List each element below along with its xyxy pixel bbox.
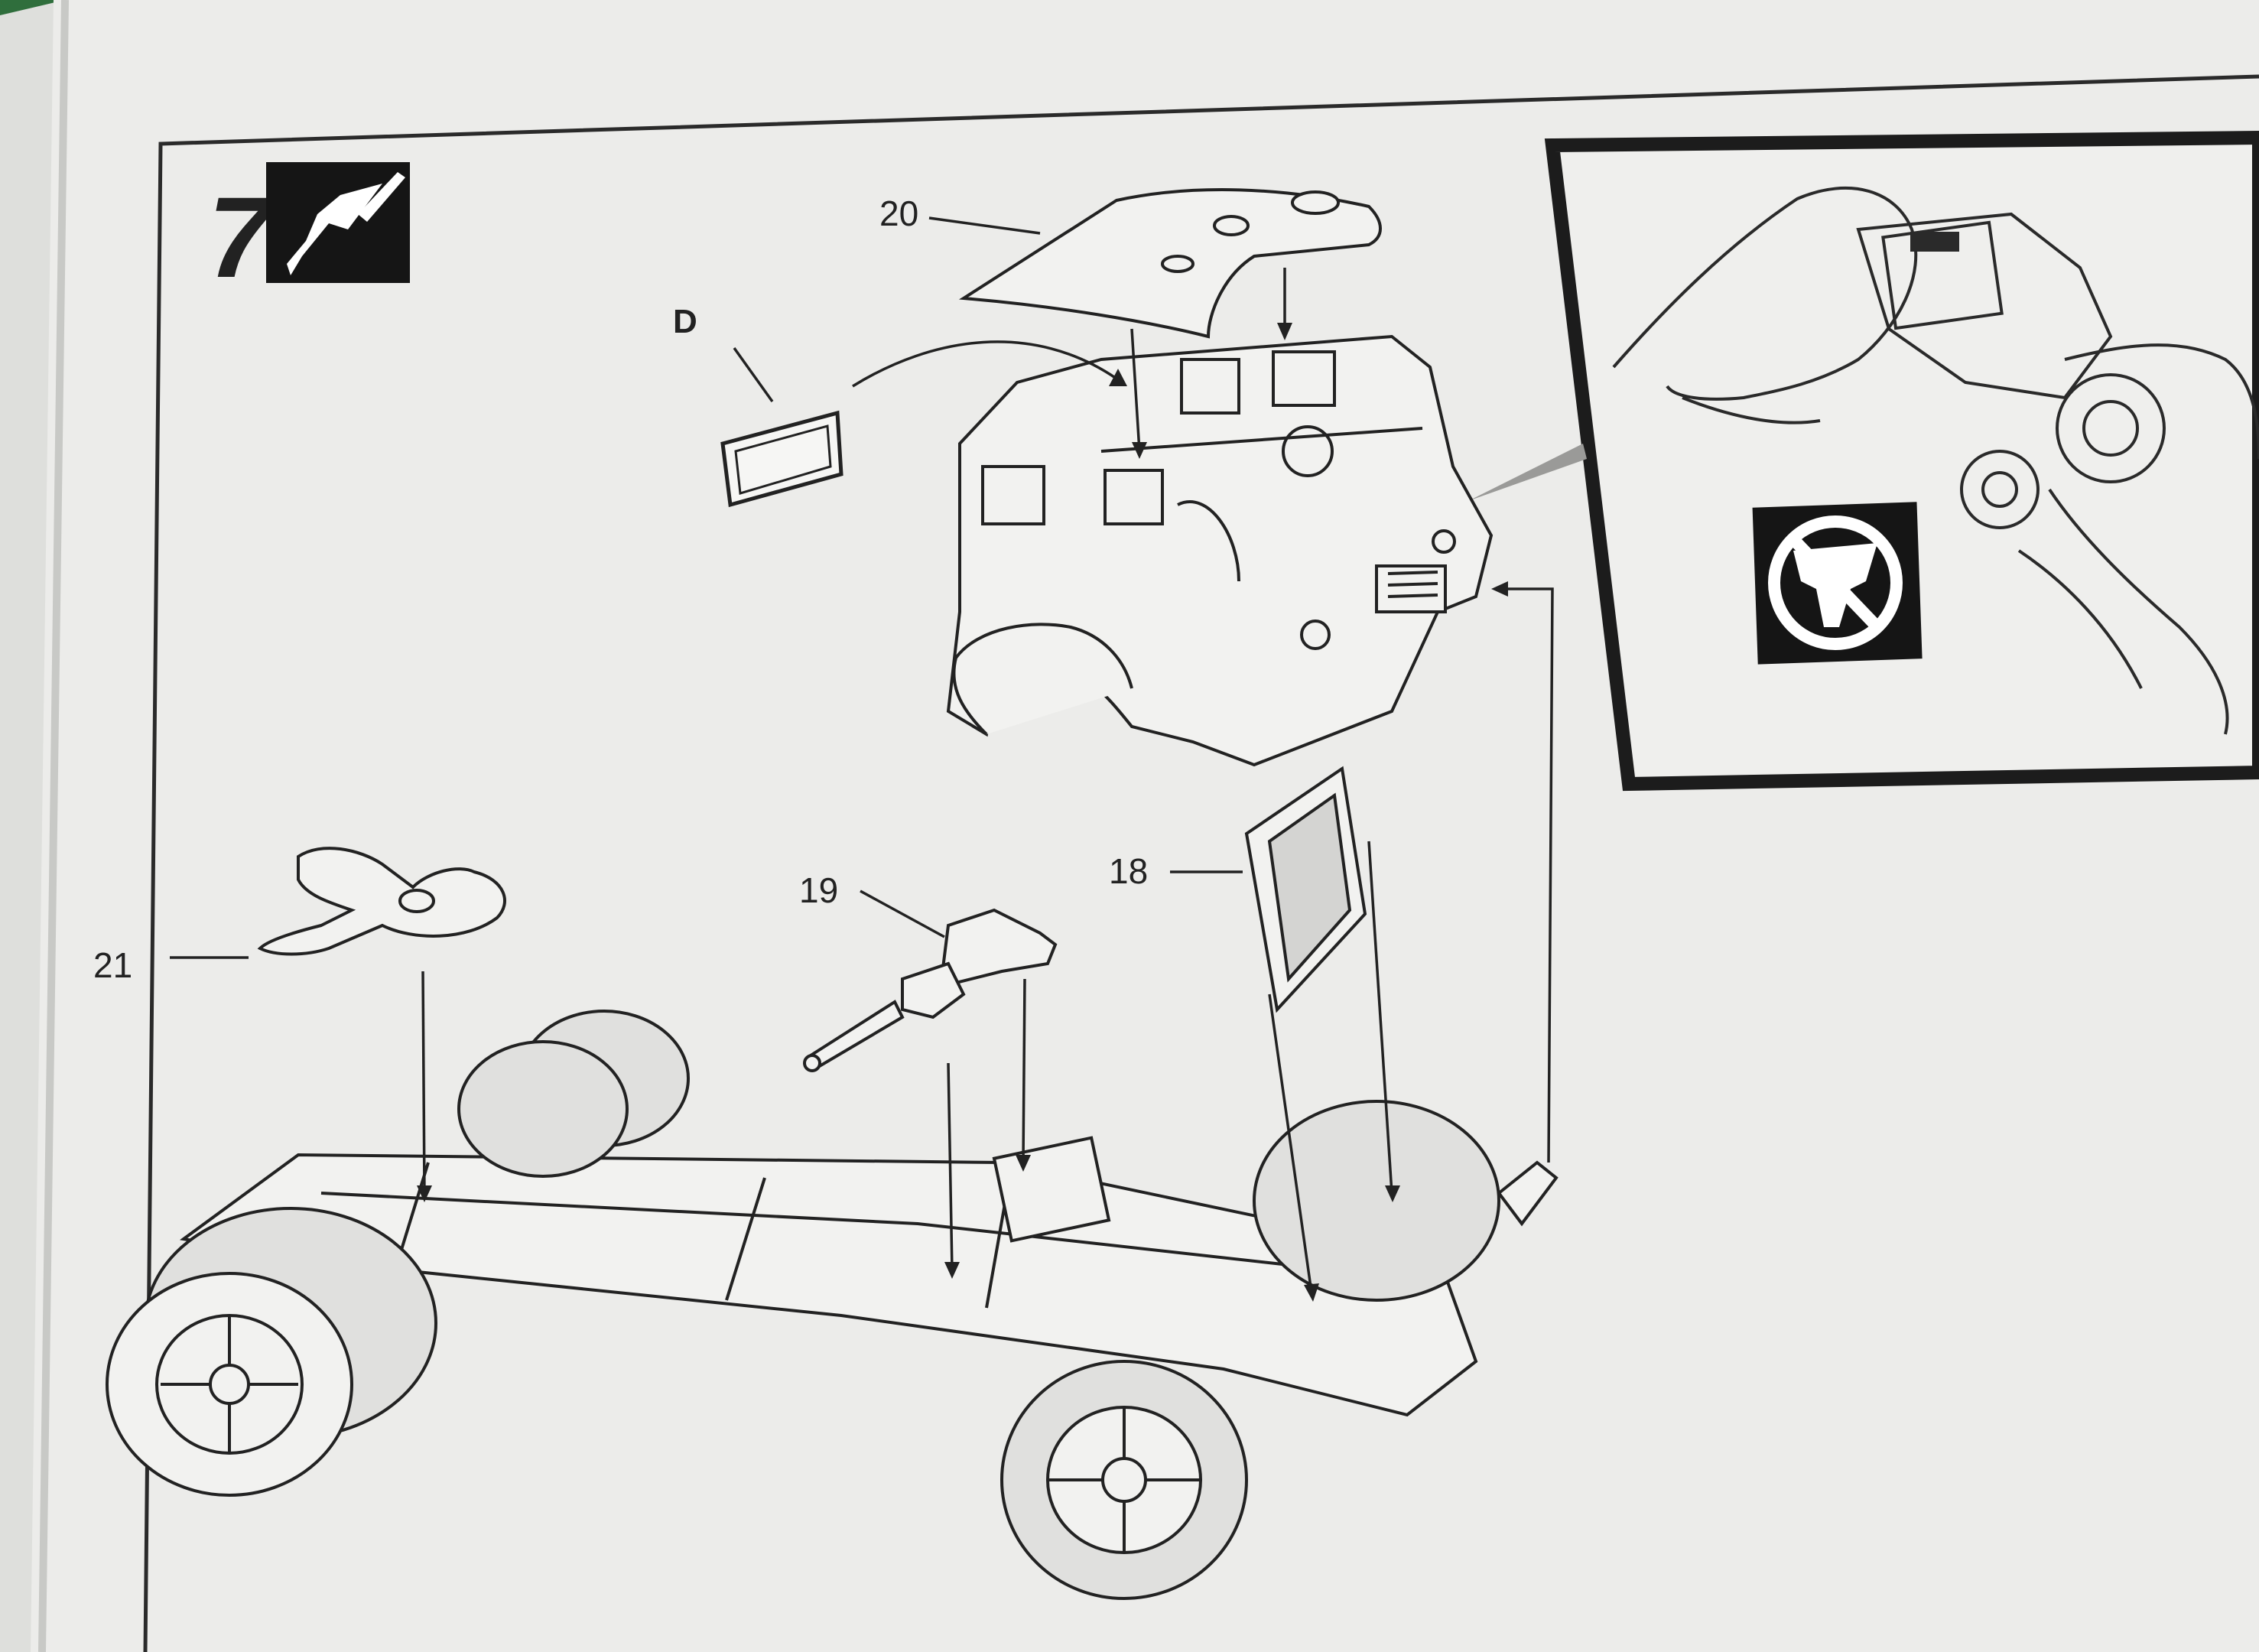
label-part-19: 19 — [799, 870, 838, 910]
part-19-component — [803, 908, 1058, 1072]
inset-panel — [1468, 130, 2259, 792]
no-glue-icon — [1752, 502, 1923, 665]
front-wheel-front — [1000, 1360, 1248, 1600]
step-frame — [143, 74, 2259, 1652]
rear-wheels-front — [106, 1207, 437, 1497]
part-21-component — [257, 847, 506, 956]
step-header: 7 — [208, 162, 410, 301]
arrow-heads — [417, 323, 1508, 1302]
rear-wheels-back — [457, 1010, 690, 1178]
part-d-window — [720, 410, 843, 508]
hands-holding-cab-icon — [1612, 187, 2259, 735]
truck-chassis — [179, 1136, 1559, 1417]
leader-lines — [170, 216, 1243, 959]
label-part-d: D — [673, 303, 697, 340]
label-part-18: 18 — [1109, 851, 1148, 891]
part-20-roof — [958, 188, 1382, 339]
assembly-arrows — [421, 268, 1554, 1293]
glue-tube-icon — [266, 162, 410, 283]
inset-pointer — [1468, 444, 1587, 501]
label-part-21: 21 — [93, 945, 132, 985]
page-fold — [38, 0, 69, 1652]
part-18-grille — [1244, 766, 1367, 1013]
front-wheel-back — [1253, 1100, 1500, 1302]
step-number: 7 — [208, 173, 277, 301]
cab-body — [946, 334, 1494, 767]
label-part-20: 20 — [879, 193, 918, 233]
